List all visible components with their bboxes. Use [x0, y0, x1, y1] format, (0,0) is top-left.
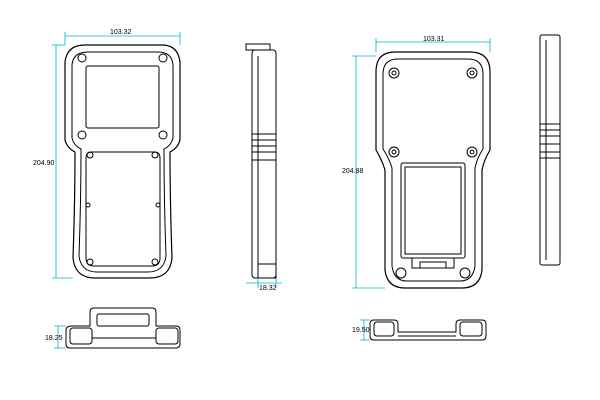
back-right-width-label: 103.31: [423, 36, 445, 43]
bottom-view-right: [369, 319, 487, 341]
bottom-left-depth-label: 18.25: [45, 335, 63, 342]
side-view-left: [245, 43, 277, 279]
bottom-view-left-dimensions: [54, 325, 66, 349]
bottom-view-left: [65, 307, 181, 349]
back-view-right-dimensions: [352, 38, 491, 289]
front-left-width-label: 103.32: [110, 29, 132, 36]
side-view-left-dimensions: [246, 278, 282, 288]
front-left-height-label: 204.90: [33, 160, 55, 167]
back-view-right: [375, 51, 491, 289]
bottom-view-right-dimensions: [360, 319, 370, 341]
side-left-depth-label: 18.32: [259, 285, 277, 292]
front-view-left: [64, 44, 181, 279]
side-view-right: [539, 34, 561, 266]
back-right-height-label: 204.88: [342, 168, 364, 175]
bottom-right-depth-label: 19.50: [352, 327, 370, 334]
front-view-left-dimensions: [52, 32, 181, 279]
